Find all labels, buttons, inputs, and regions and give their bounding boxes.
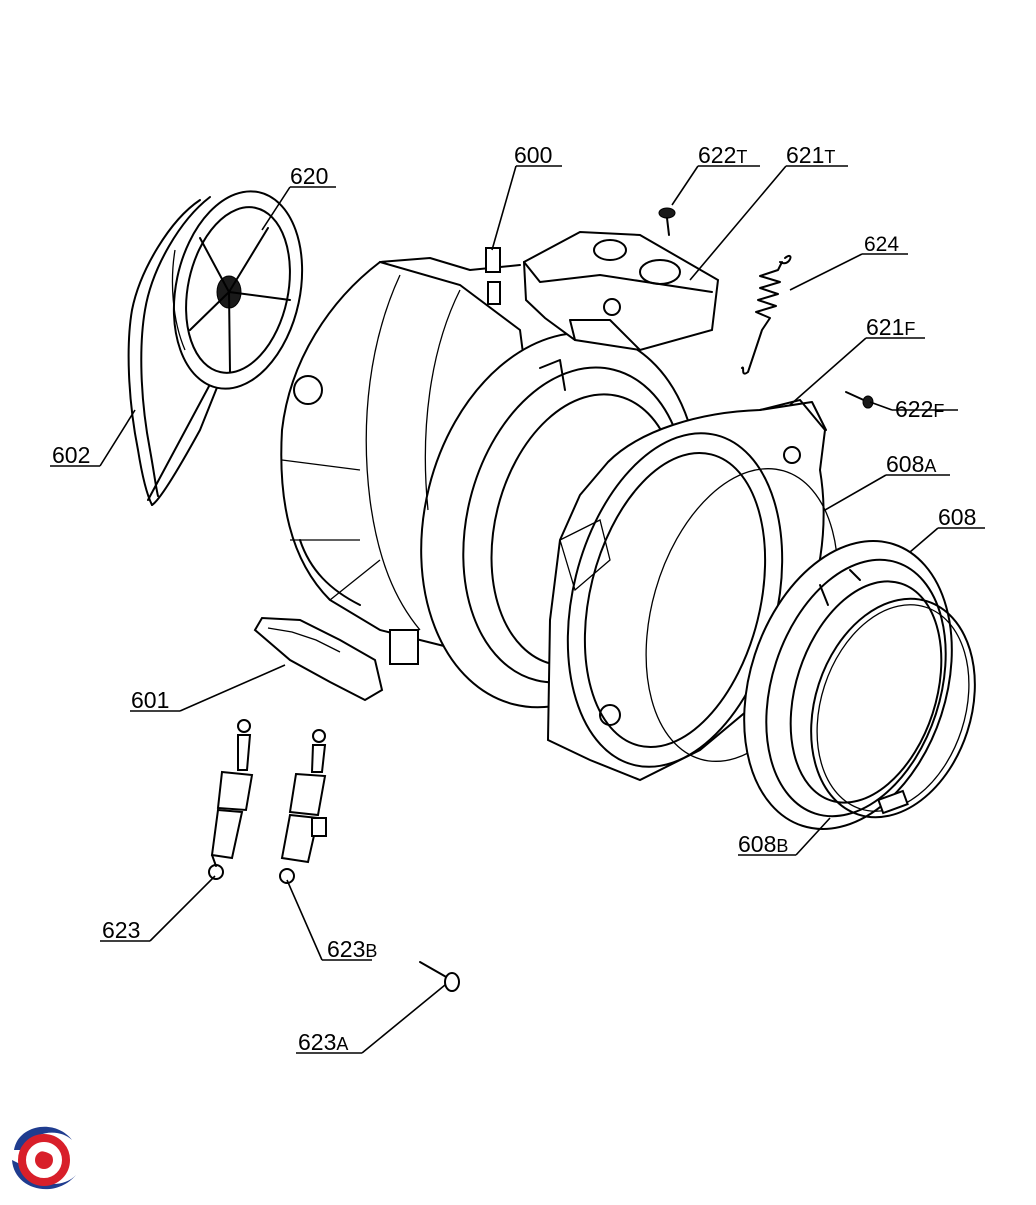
svg-text:620: 620	[290, 163, 328, 189]
drive-belt-602	[127, 196, 221, 506]
callout-608A: 608A	[886, 451, 936, 477]
pin-623A	[419, 961, 460, 992]
svg-text:621F: 621F	[866, 314, 915, 340]
callout-621F: 621F	[866, 314, 915, 340]
callout-600: 600	[514, 142, 552, 168]
svg-text:608B: 608B	[738, 831, 788, 857]
svg-text:622F: 622F	[895, 396, 944, 422]
callout-601: 601	[131, 687, 169, 713]
svg-text:624: 624	[864, 233, 899, 256]
callout-602: 602	[52, 442, 90, 468]
callout-624: 624	[864, 233, 899, 256]
svg-text:608: 608	[938, 504, 976, 530]
callout-623: 623	[102, 917, 140, 943]
pulley-620	[171, 190, 304, 390]
shock-absorber-623	[208, 719, 254, 880]
callout-620: 620	[290, 163, 328, 189]
screw-top-622T	[658, 207, 676, 236]
callout-623B: 623B	[327, 936, 377, 962]
spring-624	[741, 255, 792, 375]
svg-text:623: 623	[102, 917, 140, 943]
brand-swirl-logo-icon	[6, 1122, 78, 1194]
heater-601	[253, 616, 384, 702]
screw-front-622F	[845, 391, 874, 409]
shock-absorber-623B	[279, 729, 327, 884]
door-seal-608	[743, 540, 953, 830]
svg-text:622T: 622T	[698, 142, 747, 168]
callout-622T: 622T	[698, 142, 747, 168]
callout-608B: 608B	[738, 831, 788, 857]
svg-text:621T: 621T	[786, 142, 835, 168]
counterweight-top-621T	[522, 230, 720, 352]
svg-text:608A: 608A	[886, 451, 936, 477]
svg-text:623A: 623A	[298, 1029, 348, 1055]
callout-622F: 622F	[895, 396, 944, 422]
leader-lines	[50, 165, 985, 1054]
callout-623A: 623A	[298, 1029, 348, 1055]
svg-text:623B: 623B	[327, 936, 377, 962]
svg-text:600: 600	[514, 142, 552, 168]
clamp-ring-608B	[810, 597, 976, 819]
callout-608: 608	[938, 504, 976, 530]
svg-text:601: 601	[131, 687, 169, 713]
svg-text:602: 602	[52, 442, 90, 468]
callout-621T: 621T	[786, 142, 835, 168]
